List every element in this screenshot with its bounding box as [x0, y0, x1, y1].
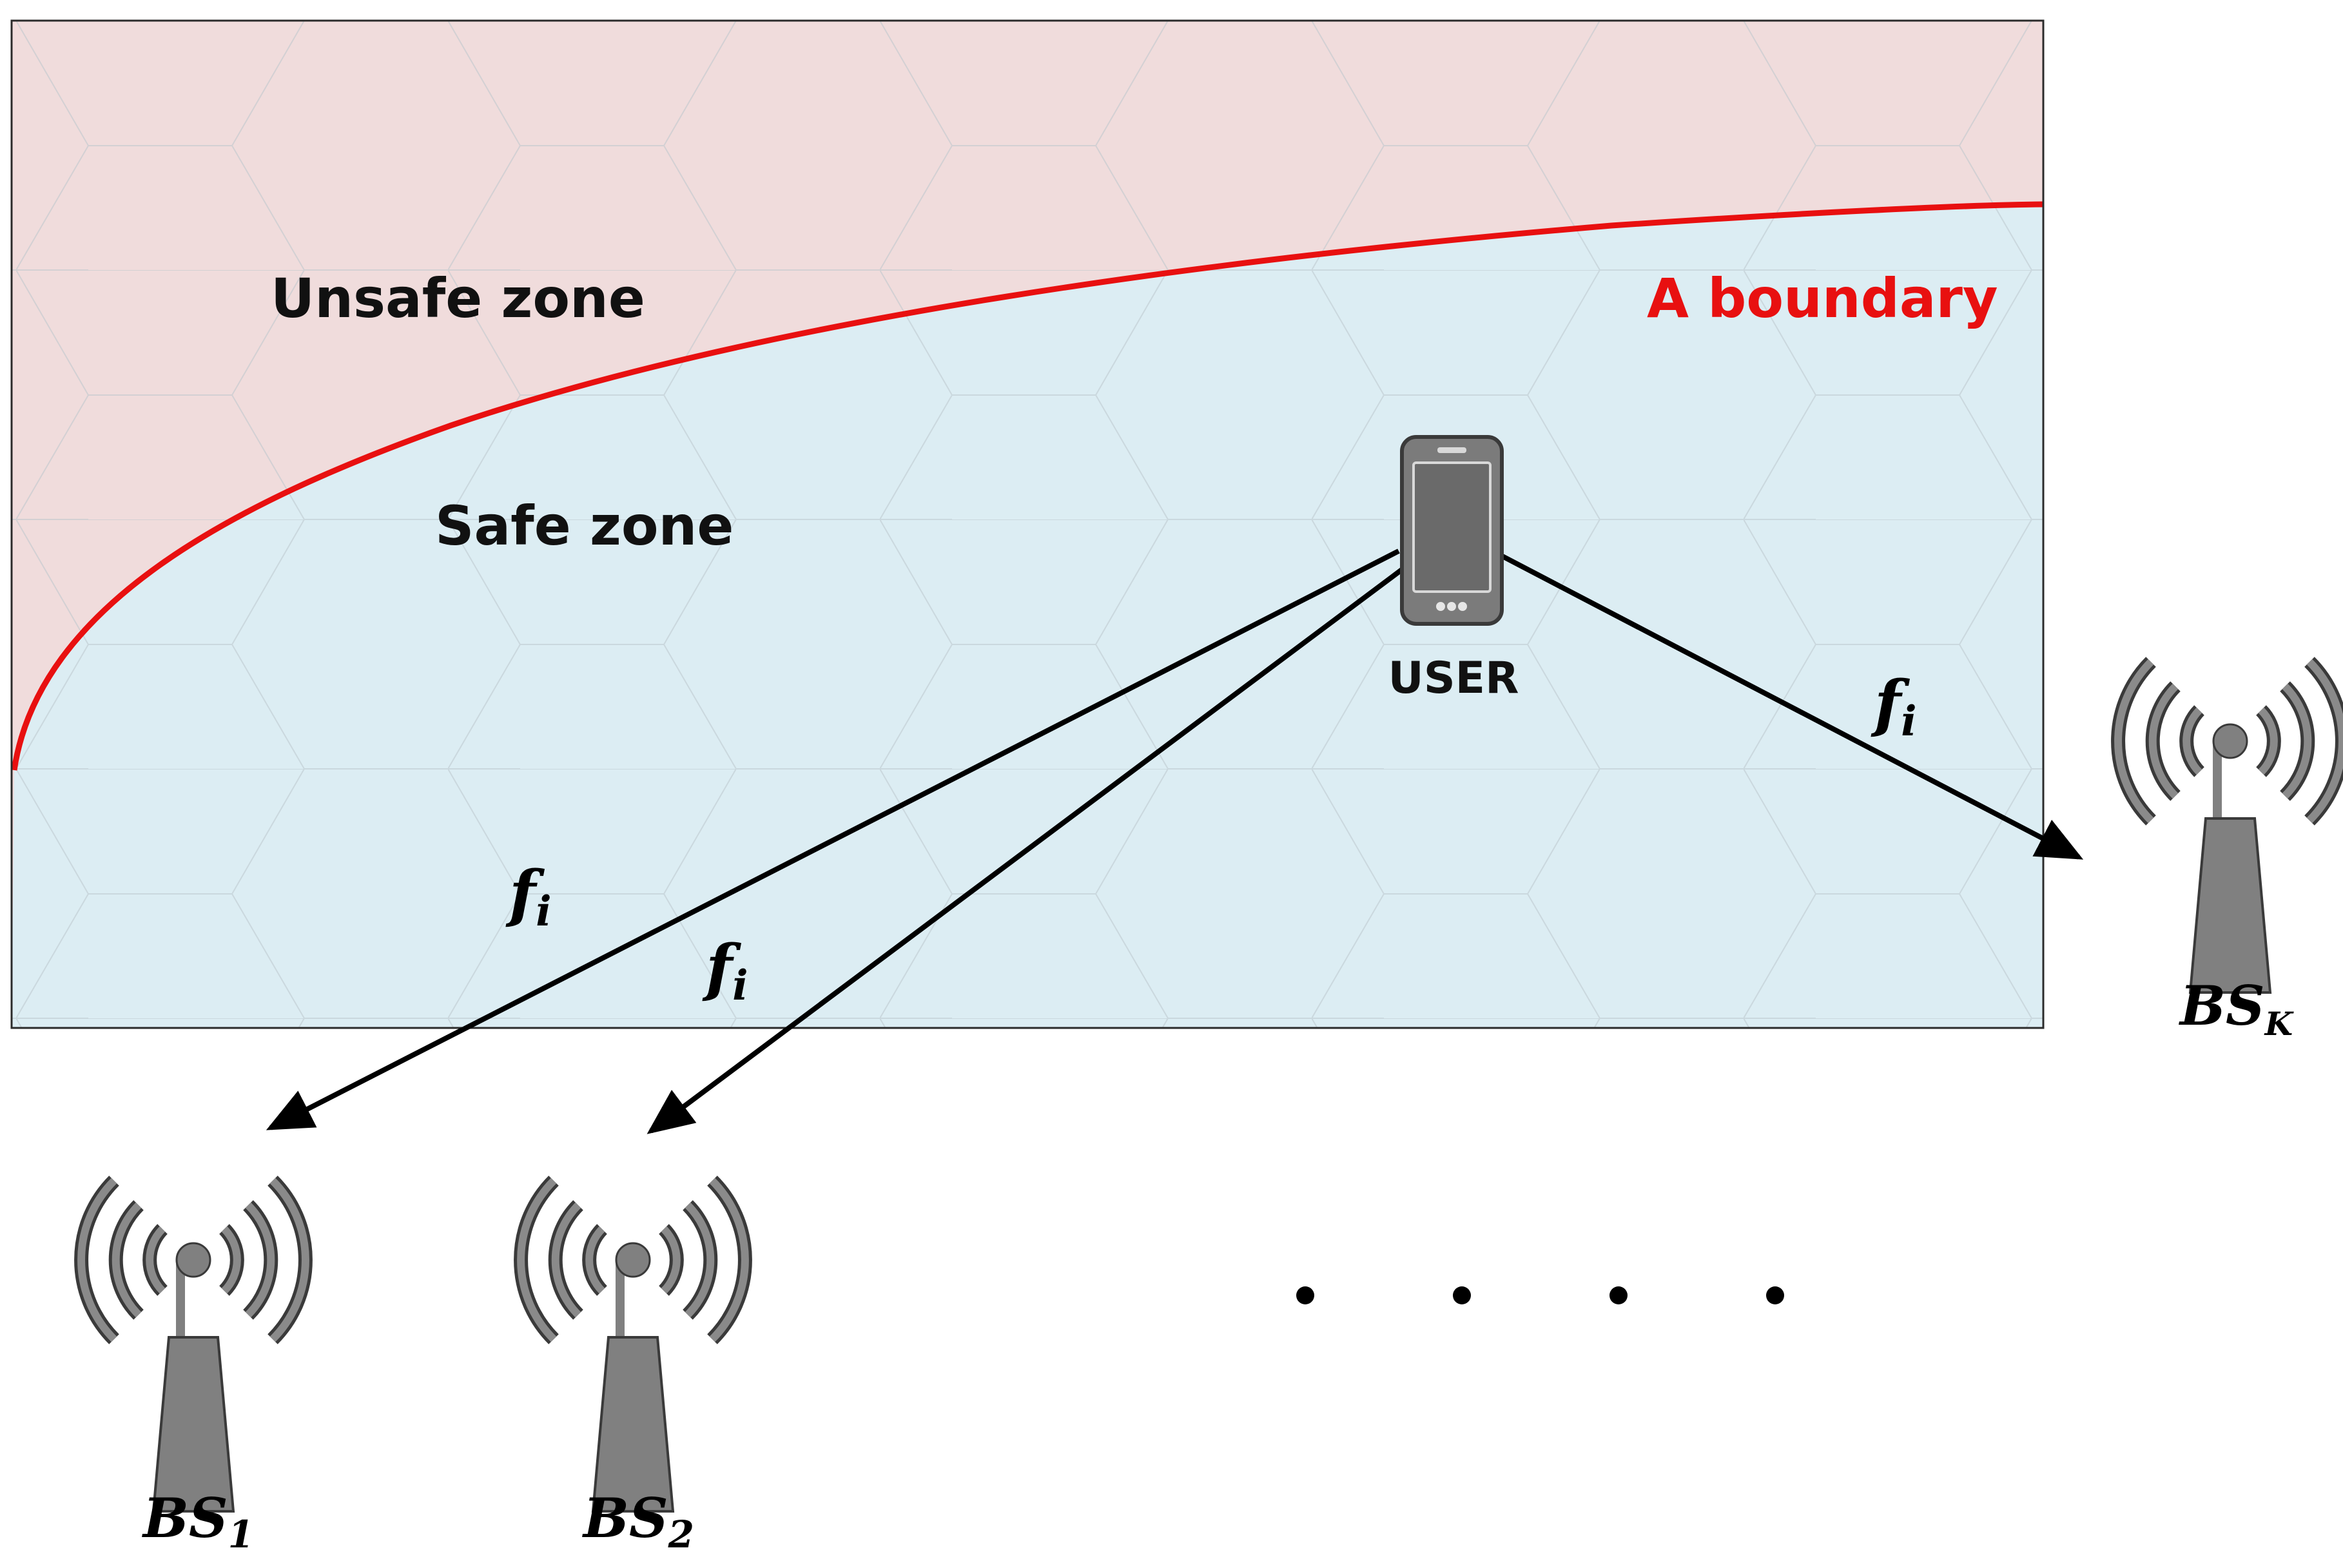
bs-label-sub: K: [2264, 1005, 2295, 1043]
bs-label-main: BS: [582, 1486, 668, 1550]
bs-label-main: BS: [2179, 974, 2265, 1038]
safe-zone-label: Safe zone: [435, 494, 734, 557]
boundary-label: A boundary: [1647, 267, 1998, 330]
ellipsis-dot: [1453, 1286, 1471, 1304]
antenna-tower-icon: [81, 1181, 306, 1511]
hex-grid: [12, 21, 2043, 1028]
bs-label-sub: 1: [228, 1513, 254, 1556]
ellipsis-dot: [1296, 1286, 1314, 1304]
link-arrow-bsk: [1497, 552, 2084, 860]
link-arrow-bs2: [647, 565, 1407, 1134]
bsk-label: BSK: [2179, 974, 2295, 1043]
link-label-sub: i: [732, 962, 748, 1010]
ellipsis-dots: [1296, 1286, 1784, 1304]
antenna-tower-icon: [521, 1181, 745, 1511]
ellipsis-dot: [1609, 1286, 1628, 1304]
ellipsis-dot: [1766, 1286, 1784, 1304]
zone-area: [10, 19, 2045, 1029]
base-station-2: BS2: [521, 1181, 745, 1556]
link-label-sub: i: [1901, 697, 1916, 746]
base-station-1: BS1: [81, 1181, 306, 1556]
link-arrow-bs1: [266, 548, 1400, 1130]
boundary-curve: [11, 201, 2044, 771]
links: [266, 548, 2084, 1134]
smartphone-icon: [1400, 435, 1504, 626]
antenna-tower-icon: [2118, 662, 2342, 992]
base-station-k: BSK: [2118, 662, 2342, 1043]
link-label-sub: i: [536, 887, 551, 936]
unsafe-zone-label: Unsafe zone: [271, 267, 645, 330]
bs-label-sub: 2: [668, 1513, 694, 1556]
zone-frame: [10, 19, 2045, 1029]
bs1-label: BS1: [142, 1486, 254, 1556]
user-label: USER: [1388, 653, 1519, 704]
bs2-label: BS2: [582, 1486, 694, 1556]
bs-label-main: BS: [142, 1486, 228, 1550]
